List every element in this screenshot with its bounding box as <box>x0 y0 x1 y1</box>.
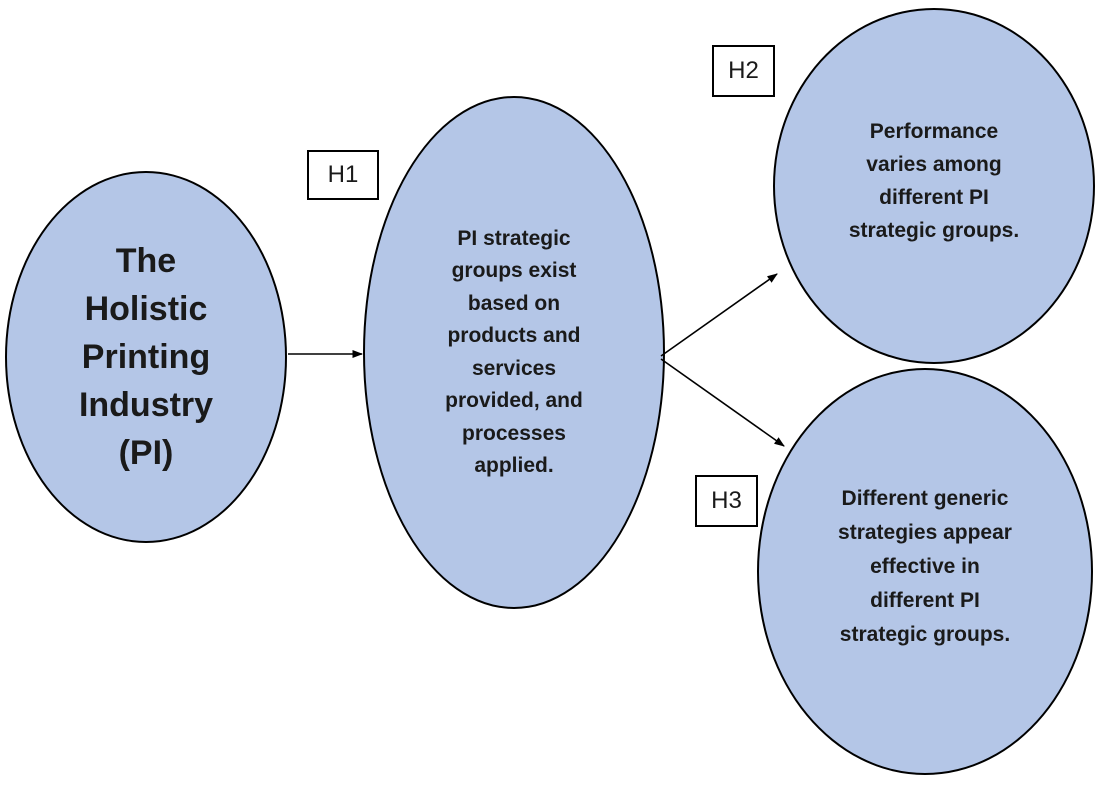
node-performance-varies: Performance varies among different PI st… <box>773 8 1095 364</box>
arrow-h3 <box>660 358 785 447</box>
arrow-h2 <box>660 273 778 357</box>
node-holistic-printing-industry: The Holistic Printing Industry (PI) <box>5 171 287 543</box>
hypothesis-label-h1: H1 <box>307 150 379 200</box>
node-generic-strategies: Different generic strategies appear effe… <box>757 368 1093 775</box>
node-holistic-printing-industry-text: The Holistic Printing Industry (PI) <box>78 242 214 472</box>
hypothesis-label-h2: H2 <box>712 45 775 97</box>
node-pi-strategic-groups-text: PI strategic groups exist based on produ… <box>445 226 583 478</box>
node-pi-strategic-groups: PI strategic groups exist based on produ… <box>363 96 665 609</box>
node-generic-strategies-text: Different generic strategies appear effe… <box>838 486 1012 646</box>
hypothesis-label-h3: H3 <box>695 475 758 527</box>
node-performance-varies-text: Performance varies among different PI st… <box>848 120 1020 242</box>
